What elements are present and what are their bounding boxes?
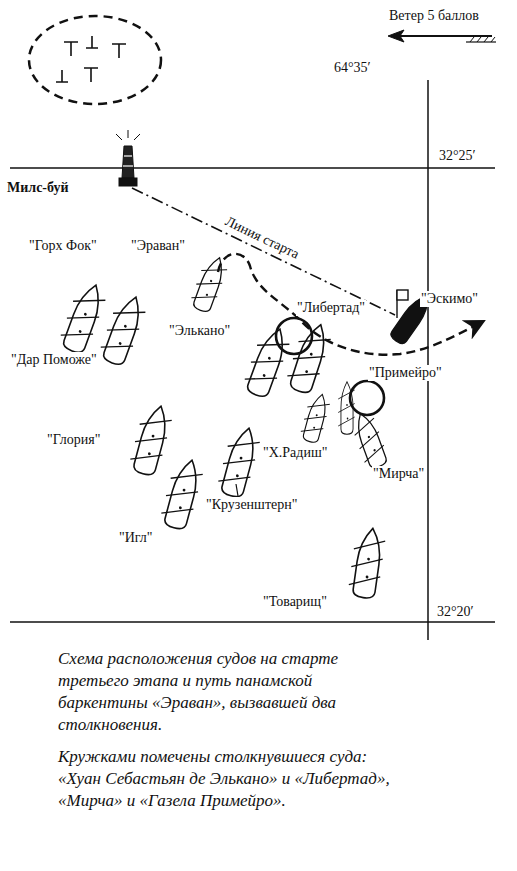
- map-label: "Дар Поможе": [10, 352, 98, 368]
- map-label: 32°20′: [436, 604, 475, 620]
- ship-symbol: [215, 424, 262, 499]
- map-label: "Либертад": [296, 300, 366, 316]
- wind-arrow: [388, 30, 496, 42]
- ship-symbol: [241, 324, 293, 400]
- map-label: "Глория": [46, 432, 101, 448]
- ship-symbol: [348, 410, 390, 471]
- collision-circle: [276, 318, 312, 354]
- map-label: Ветер 5 баллов: [388, 8, 480, 24]
- map-label: "Элькано": [168, 323, 231, 339]
- map-label: "Крузенштерн": [205, 497, 298, 513]
- shoal-symbols: [56, 36, 126, 82]
- buoy-symbol: [116, 130, 140, 186]
- ship-symbol: [347, 526, 386, 599]
- ship-symbol: [158, 456, 205, 531]
- longitude-line: [427, 80, 429, 640]
- leader-line: [236, 484, 238, 496]
- latitude-line: [10, 167, 495, 169]
- map-label: "Примейро": [368, 365, 443, 381]
- map-label: 64°35′: [333, 60, 372, 76]
- caption-block: Схема расположения судов на старте треть…: [58, 648, 398, 822]
- ship-symbol: [127, 402, 174, 477]
- collision-circle: [350, 381, 384, 415]
- shoal-area: [29, 16, 161, 104]
- route-path: [218, 254, 482, 355]
- map-label: "Эраван": [130, 238, 186, 254]
- map-label: Милс-буй: [6, 180, 70, 196]
- latitude-line: [10, 621, 495, 623]
- map-label: "Игл": [118, 530, 154, 546]
- start-flag: [397, 290, 408, 318]
- map-label: "Эскимо": [420, 291, 479, 307]
- caption-note: Кружками помечены столкнувшиеся суда: «Х…: [58, 746, 398, 812]
- ship-symbol: [57, 280, 109, 356]
- map-label: "Горх Фок": [28, 238, 98, 254]
- map-label: "Товарищ": [262, 594, 328, 610]
- map-label: 32°25′: [438, 148, 477, 164]
- ship-symbol: [284, 320, 334, 396]
- ship-symbol: [97, 292, 149, 368]
- map-label: "Х.Радиш": [262, 445, 328, 461]
- map-label: "Мирча": [372, 466, 425, 482]
- ship-symbol: [188, 253, 230, 314]
- caption: Схема расположения судов на старте треть…: [58, 648, 398, 736]
- ship-symbol: [299, 391, 332, 444]
